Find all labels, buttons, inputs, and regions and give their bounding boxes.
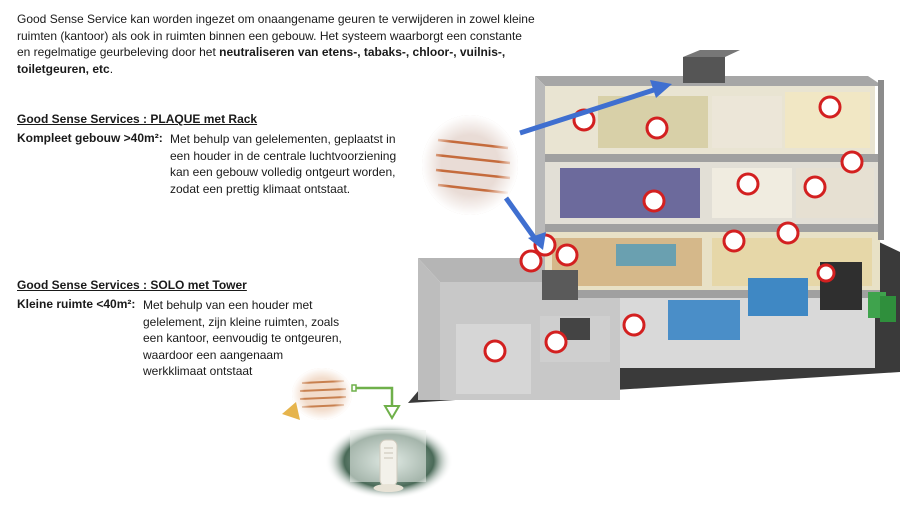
gel-fade: [292, 368, 352, 420]
odor-icon-cup: [803, 175, 827, 199]
plaque-section-title: Good Sense Services : PLAQUE met Rack: [17, 112, 258, 126]
room-bath-top: [712, 96, 782, 148]
odor-icon-dining-2: [776, 221, 800, 245]
annex-stove: [560, 318, 590, 340]
tower-base: [373, 484, 404, 492]
odor-icon-kitchen: [645, 116, 669, 140]
annex-side: [418, 258, 440, 400]
odor-icon-fan: [840, 150, 864, 174]
solo-description: Met behulp van een houder met gelelement…: [143, 298, 342, 378]
blue-arrowhead-lobby: [528, 232, 546, 250]
odor-icon-kitchen-2: [544, 330, 568, 354]
intro-end: .: [109, 61, 114, 76]
solo-section-title: Good Sense Services : SOLO met Tower: [17, 278, 247, 292]
green-bin-2: [880, 296, 896, 322]
plaque-description: Met behulp van gelelementen, geplaatst i…: [170, 132, 397, 196]
intro-bold-text: neutraliseren van etens-, tabaks-, chloo…: [17, 45, 506, 76]
blue-arrow-lobby: [503, 196, 539, 242]
intro-text: Good Sense Service kan worden ingezet om…: [17, 12, 535, 59]
odor-icon-lobby-3: [519, 249, 543, 273]
odor-icon-toilet: [818, 95, 842, 119]
green-arrow-tail: [351, 384, 357, 392]
odor-icon-lobby-2: [555, 243, 579, 267]
gel-accent: [282, 402, 300, 420]
pool-1: [668, 300, 740, 340]
slab-3: [545, 154, 880, 162]
odor-icon-room: [483, 339, 507, 363]
hvac-unit-roof: [683, 57, 725, 83]
solo-size-label: Kleine ruimte <40m²:: [17, 297, 136, 311]
hvac-unit-annex: [542, 270, 578, 300]
pool-2: [748, 278, 808, 316]
slab-1: [545, 290, 880, 298]
tower-unit: [379, 439, 398, 487]
main-left-wall: [535, 76, 545, 260]
odor-icon-dining: [722, 229, 746, 253]
chimney-pipe: [878, 80, 884, 240]
blue-arrow-roof: [519, 85, 661, 136]
slab-2: [545, 224, 880, 232]
odor-icon-toilet-3: [736, 172, 760, 196]
odor-icon-food: [642, 189, 666, 213]
odor-icon-toilet-4: [622, 313, 646, 337]
hvac-top: [683, 50, 740, 57]
room-meeting: [560, 168, 700, 218]
plaque-size-label: Kompleet gebouw >40m²:: [17, 131, 163, 145]
rack-fade: [422, 115, 518, 215]
blue-arrowhead-roof: [650, 80, 672, 98]
green-arrow: [355, 386, 394, 410]
odor-icon-machine: [816, 263, 836, 283]
green-arrowhead: [383, 405, 401, 420]
intro-paragraph: Good Sense Service kan worden ingezet om…: [17, 11, 537, 77]
lobby-sofa: [616, 244, 676, 266]
